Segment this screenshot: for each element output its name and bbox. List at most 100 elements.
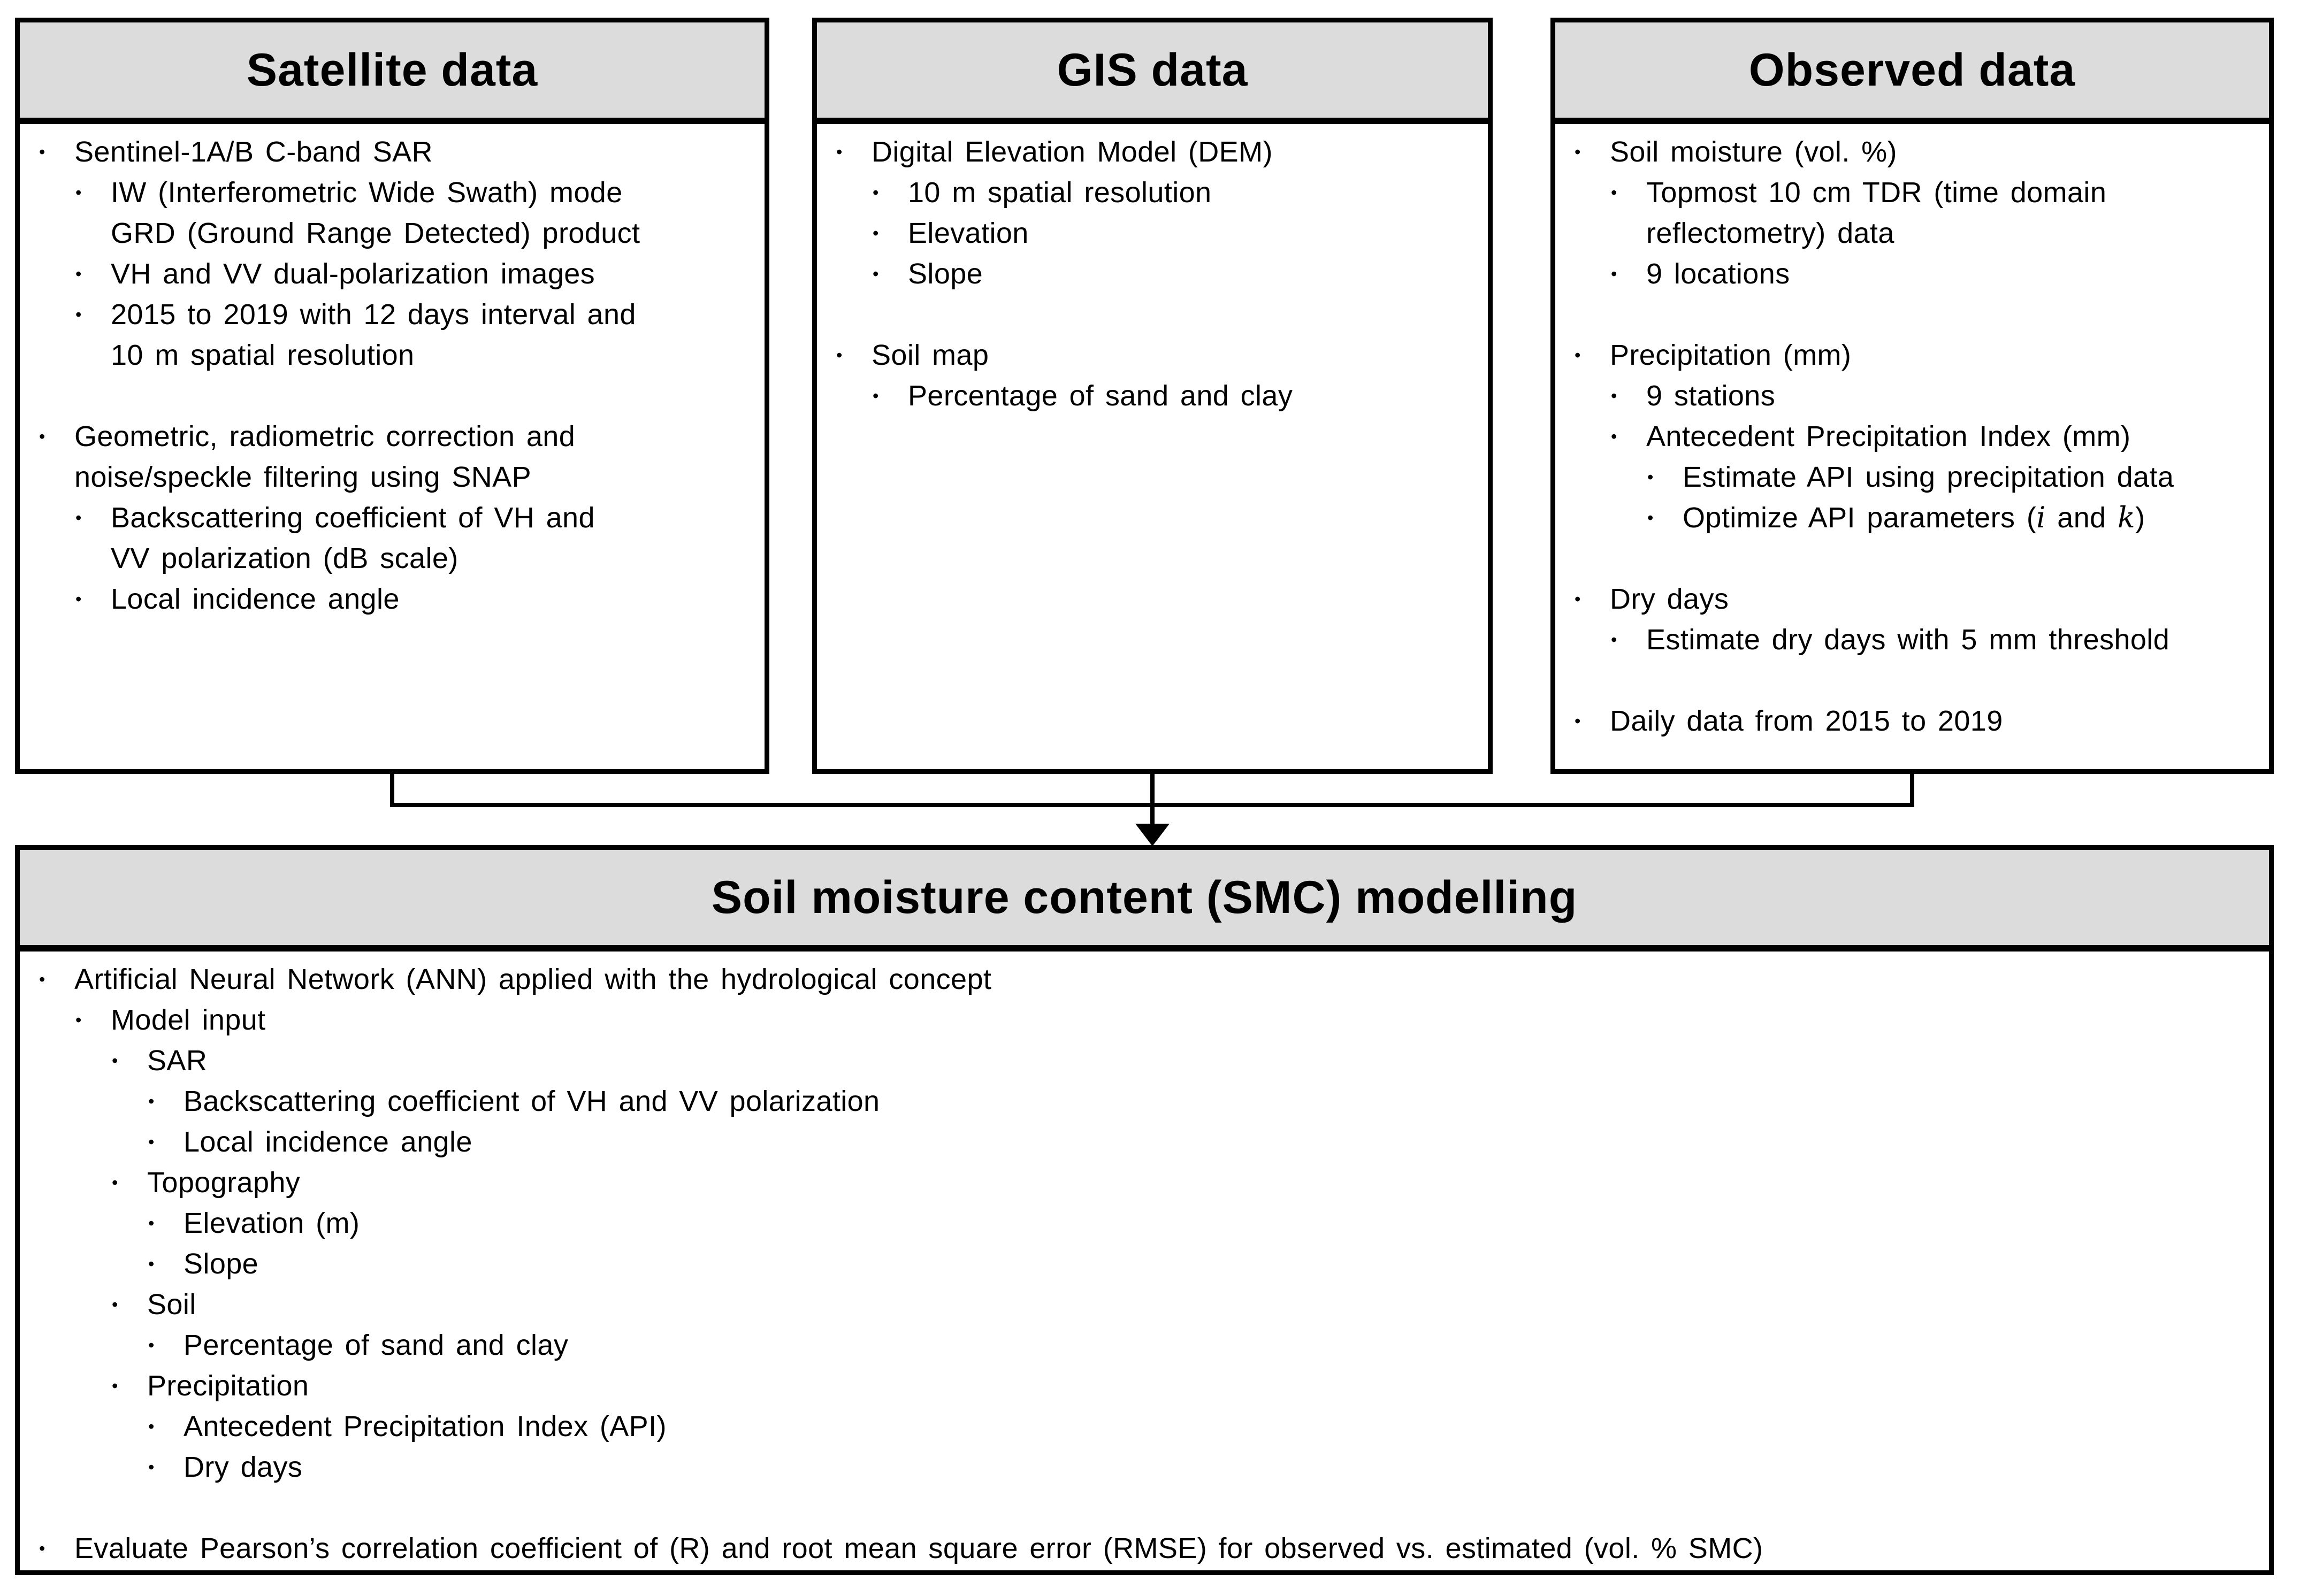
- box-title: Soil moisture content (SMC) modelling: [711, 871, 1578, 923]
- list-item: •Elevation (m): [148, 1203, 2255, 1244]
- bullet-glyph: •: [1647, 508, 1654, 527]
- connector-stub-satellite: [390, 774, 394, 807]
- bullet-glyph: •: [1575, 589, 1581, 609]
- bullet-glyph: •: [1647, 467, 1654, 487]
- bullet-glyph: •: [39, 427, 45, 446]
- bullet-glyph: •: [112, 1051, 118, 1070]
- list-item-text: Dry days: [1610, 583, 1729, 615]
- box-title: Observed data: [1748, 44, 2076, 96]
- bullet-glyph: •: [112, 1173, 118, 1192]
- list-item-text: Evaluate Pearson’s correlation coefficie…: [74, 1532, 1763, 1564]
- list-item-text: Percentage of sand and clay: [184, 1329, 569, 1361]
- list-item-text: Dry days: [184, 1451, 303, 1483]
- list-item-text: Antecedent Precipitation Index (API): [184, 1410, 667, 1442]
- list-item: •IW (Interferometric Wide Swath) mode GR…: [75, 172, 751, 254]
- list-item: • Estimate dry days with 5 mm threshold: [1611, 619, 2255, 660]
- bullet-glyph: •: [75, 589, 82, 609]
- list-item: • 2015 to 2019 with 12 days interval and …: [75, 294, 751, 375]
- bullet-list: •Artificial Neural Network (ANN) applied…: [20, 952, 2269, 1569]
- bullet-glyph: •: [148, 1417, 155, 1436]
- list-item-text: 9 stations: [1646, 380, 1776, 412]
- list-item: •Evaluate Pearson’s correlation coeffici…: [39, 1528, 2255, 1569]
- bullet-glyph: •: [836, 346, 843, 365]
- bullet-glyph: •: [75, 1010, 82, 1030]
- list-item: •Slope: [148, 1244, 2255, 1284]
- bullet-glyph: •: [148, 1336, 155, 1355]
- satellite-box-header: Satellite data: [20, 22, 765, 124]
- smc-box-header: Soil moisture content (SMC) modelling: [20, 850, 2269, 952]
- gis-data-box: GIS data •Digital Elevation Model (DEM)•…: [812, 18, 1493, 774]
- bullet-glyph: •: [148, 1457, 155, 1477]
- bullet-glyph: •: [1611, 427, 1617, 446]
- list-item-text: IW (Interferometric Wide Swath) mode GRD…: [111, 177, 640, 249]
- list-item-text: Optimize API parameters (i and k): [1683, 501, 2145, 534]
- bullet-glyph: •: [873, 224, 879, 243]
- list-item: •Elevation: [873, 213, 1474, 254]
- satellite-data-box: Satellite data • Sentinel-1A/B C-band SAR…: [15, 18, 769, 774]
- bullet-glyph: •: [1575, 346, 1581, 365]
- bullet-glyph: •: [75, 264, 82, 283]
- box-title: GIS data: [1057, 44, 1248, 96]
- bullet-glyph: •: [112, 1376, 118, 1395]
- list-item-text: Local incidence angle: [111, 583, 400, 615]
- bullet-glyph: •: [148, 1092, 155, 1111]
- bullet-glyph: •: [873, 386, 879, 405]
- bullet-list: •Sentinel-1A/B C-band SAR•IW (Interferom…: [20, 124, 765, 619]
- list-item-text: Slope: [184, 1248, 259, 1280]
- list-item-text: Soil: [147, 1288, 196, 1321]
- list-item: • Local incidence angle: [75, 579, 751, 619]
- list-item: •Topmost 10 cm TDR (time domain reflecto…: [1611, 172, 2255, 254]
- list-item-text: Topmost 10 cm TDR (time domain reflectom…: [1646, 177, 2107, 249]
- list-item-text: Percentage of sand and clay: [908, 380, 1293, 412]
- connector-stub-observed: [1910, 774, 1914, 807]
- list-item-text: Daily data from 2015 to 2019: [1610, 705, 2003, 737]
- smc-modelling-box: Soil moisture content (SMC) modelling •A…: [15, 845, 2274, 1575]
- bullet-glyph: •: [39, 970, 45, 989]
- list-item: • Model input: [75, 1000, 2255, 1040]
- bullet-glyph: •: [75, 508, 82, 527]
- list-item: • Soil map: [836, 335, 1474, 375]
- bullet-glyph: •: [75, 305, 82, 324]
- list-item: • Dry days: [148, 1447, 2255, 1487]
- list-item: • Slope: [873, 254, 1474, 294]
- list-item: • Estimate API using precipitation data: [1647, 457, 2255, 497]
- bullet-glyph: •: [1611, 630, 1617, 649]
- list-item: • SAR: [112, 1040, 2255, 1081]
- bullet-glyph: •: [1575, 142, 1581, 162]
- list-item-text: Digital Elevation Model (DEM): [872, 136, 1273, 168]
- list-item: •Local incidence angle: [148, 1122, 2255, 1162]
- list-item-text: Soil map: [872, 339, 989, 371]
- list-item: •9 stations: [1611, 375, 2255, 416]
- list-item-text: 2015 to 2019 with 12 days interval and 1…: [111, 298, 636, 371]
- list-item-text: Geometric, radiometric correction and no…: [74, 420, 576, 493]
- list-item-text: Model input: [111, 1004, 266, 1036]
- list-item-text: Topography: [147, 1167, 301, 1199]
- list-item-text: 9 locations: [1646, 258, 1790, 290]
- list-item-text: Local incidence angle: [184, 1126, 472, 1158]
- list-item-text: Estimate API using precipitation data: [1683, 461, 2174, 493]
- bullet-list: •Digital Elevation Model (DEM)•10 m spat…: [817, 124, 1488, 416]
- list-item: •Artificial Neural Network (ANN) applied…: [39, 959, 2255, 1000]
- list-item-text: Precipitation (mm): [1610, 339, 1852, 371]
- list-item-text: Estimate dry days with 5 mm threshold: [1646, 624, 2170, 656]
- list-item-text: Slope: [908, 258, 983, 290]
- bullet-glyph: •: [1611, 264, 1617, 283]
- list-item: •Antecedent Precipitation Index (mm): [1611, 416, 2255, 457]
- list-item-text: SAR: [147, 1045, 208, 1077]
- list-item: • Percentage of sand and clay: [148, 1325, 2255, 1365]
- bullet-glyph: •: [112, 1295, 118, 1314]
- list-item: • Percentage of sand and clay: [873, 375, 1474, 416]
- list-item: • Precipitation (mm): [1575, 335, 2255, 375]
- list-item-text: Precipitation: [147, 1370, 309, 1402]
- list-item: • Optimize API parameters (i and k): [1647, 497, 2255, 538]
- bullet-glyph: •: [1575, 711, 1581, 731]
- list-item-text: Elevation (m): [184, 1207, 360, 1239]
- list-item: • 9 locations: [1611, 254, 2255, 294]
- bullet-glyph: •: [873, 264, 879, 283]
- list-item-text: Sentinel-1A/B C-band SAR: [74, 136, 433, 168]
- list-item: •Backscattering coefficient of VH and VV…: [148, 1081, 2255, 1122]
- list-item: • Precipitation: [112, 1365, 2255, 1406]
- box-title: Satellite data: [246, 44, 538, 96]
- list-item: •Digital Elevation Model (DEM): [836, 132, 1474, 172]
